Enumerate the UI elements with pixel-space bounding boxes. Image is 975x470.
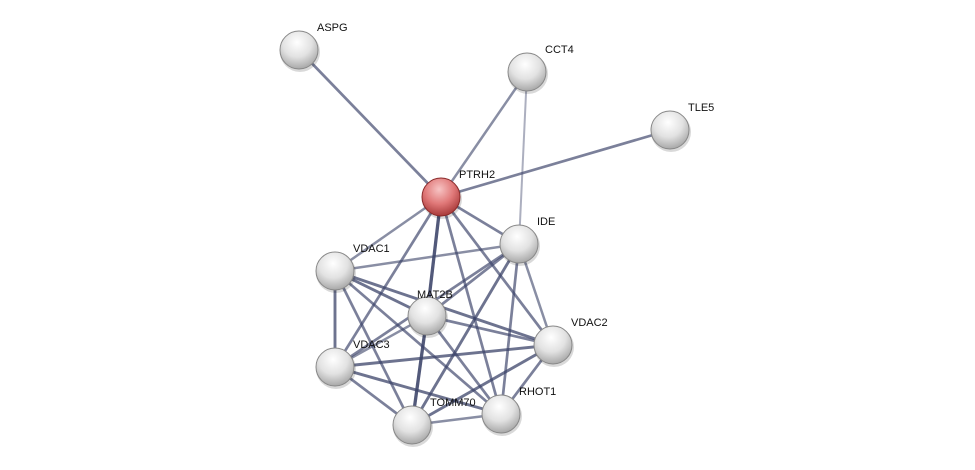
node-ide[interactable]: IDE — [499, 216, 555, 266]
edge-ptrh2-vdac3[interactable] — [333, 196, 443, 368]
node-vdac1[interactable]: VDAC1 — [315, 243, 390, 293]
edge-cct4-ptrh2[interactable] — [439, 71, 529, 198]
node-label: IDE — [537, 216, 555, 228]
node-sphere[interactable] — [407, 296, 447, 336]
edge-mat2b-rhot1[interactable] — [425, 315, 503, 415]
edge-ptrh2-vdac2[interactable] — [439, 196, 555, 346]
node-label: MAT2B — [417, 289, 453, 301]
node-label: CCT4 — [545, 44, 574, 56]
node-sphere[interactable] — [507, 52, 547, 92]
node-label: TLE5 — [688, 102, 714, 114]
edge-tle5-ptrh2[interactable] — [440, 128, 671, 199]
node-rhot1[interactable]: RHOT1 — [481, 386, 556, 436]
edge-vdac3-vdac2[interactable] — [334, 343, 554, 369]
node-sphere[interactable] — [392, 405, 432, 445]
edge-vdac1-tomm70[interactable] — [333, 270, 414, 426]
node-label: ASPG — [317, 22, 348, 34]
node-sphere[interactable] — [533, 325, 573, 365]
edge-mat2b-vdac2[interactable] — [426, 314, 554, 347]
node-sphere[interactable] — [481, 394, 521, 434]
edge-vdac3-rhot1[interactable] — [334, 365, 502, 416]
node-vdac3[interactable]: VDAC3 — [315, 339, 390, 389]
node-sphere[interactable] — [499, 224, 539, 264]
node-sphere[interactable] — [315, 251, 355, 291]
edge-cct4-ide[interactable] — [518, 71, 528, 245]
node-sphere[interactable] — [315, 347, 355, 387]
node-sphere[interactable] — [279, 30, 319, 70]
edge-ptrh2-vdac1[interactable] — [334, 195, 442, 273]
node-tle5[interactable]: TLE5 — [650, 102, 714, 152]
node-aspg[interactable]: ASPG — [279, 22, 348, 72]
node-label: VDAC1 — [353, 243, 390, 255]
node-mat2b[interactable]: MAT2B — [407, 289, 453, 338]
node-ptrh2[interactable]: PTRH2 — [421, 169, 495, 219]
node-label: PTRH2 — [459, 169, 495, 181]
edge-ide-vdac1[interactable] — [334, 242, 520, 273]
node-label: TOMM70 — [430, 397, 476, 409]
node-label: VDAC3 — [353, 339, 390, 351]
edge-ptrh2-rhot1[interactable] — [439, 196, 503, 415]
node-vdac2[interactable]: VDAC2 — [533, 317, 608, 367]
edge-aspg-ptrh2[interactable] — [298, 49, 442, 198]
edge-vdac2-tomm70[interactable] — [411, 343, 554, 427]
node-label: RHOT1 — [519, 386, 556, 398]
node-sphere[interactable] — [421, 177, 461, 217]
node-tomm70[interactable]: TOMM70 — [392, 397, 476, 447]
node-label: VDAC2 — [571, 317, 608, 329]
node-cct4[interactable]: CCT4 — [507, 44, 574, 94]
node-sphere[interactable] — [650, 110, 690, 150]
